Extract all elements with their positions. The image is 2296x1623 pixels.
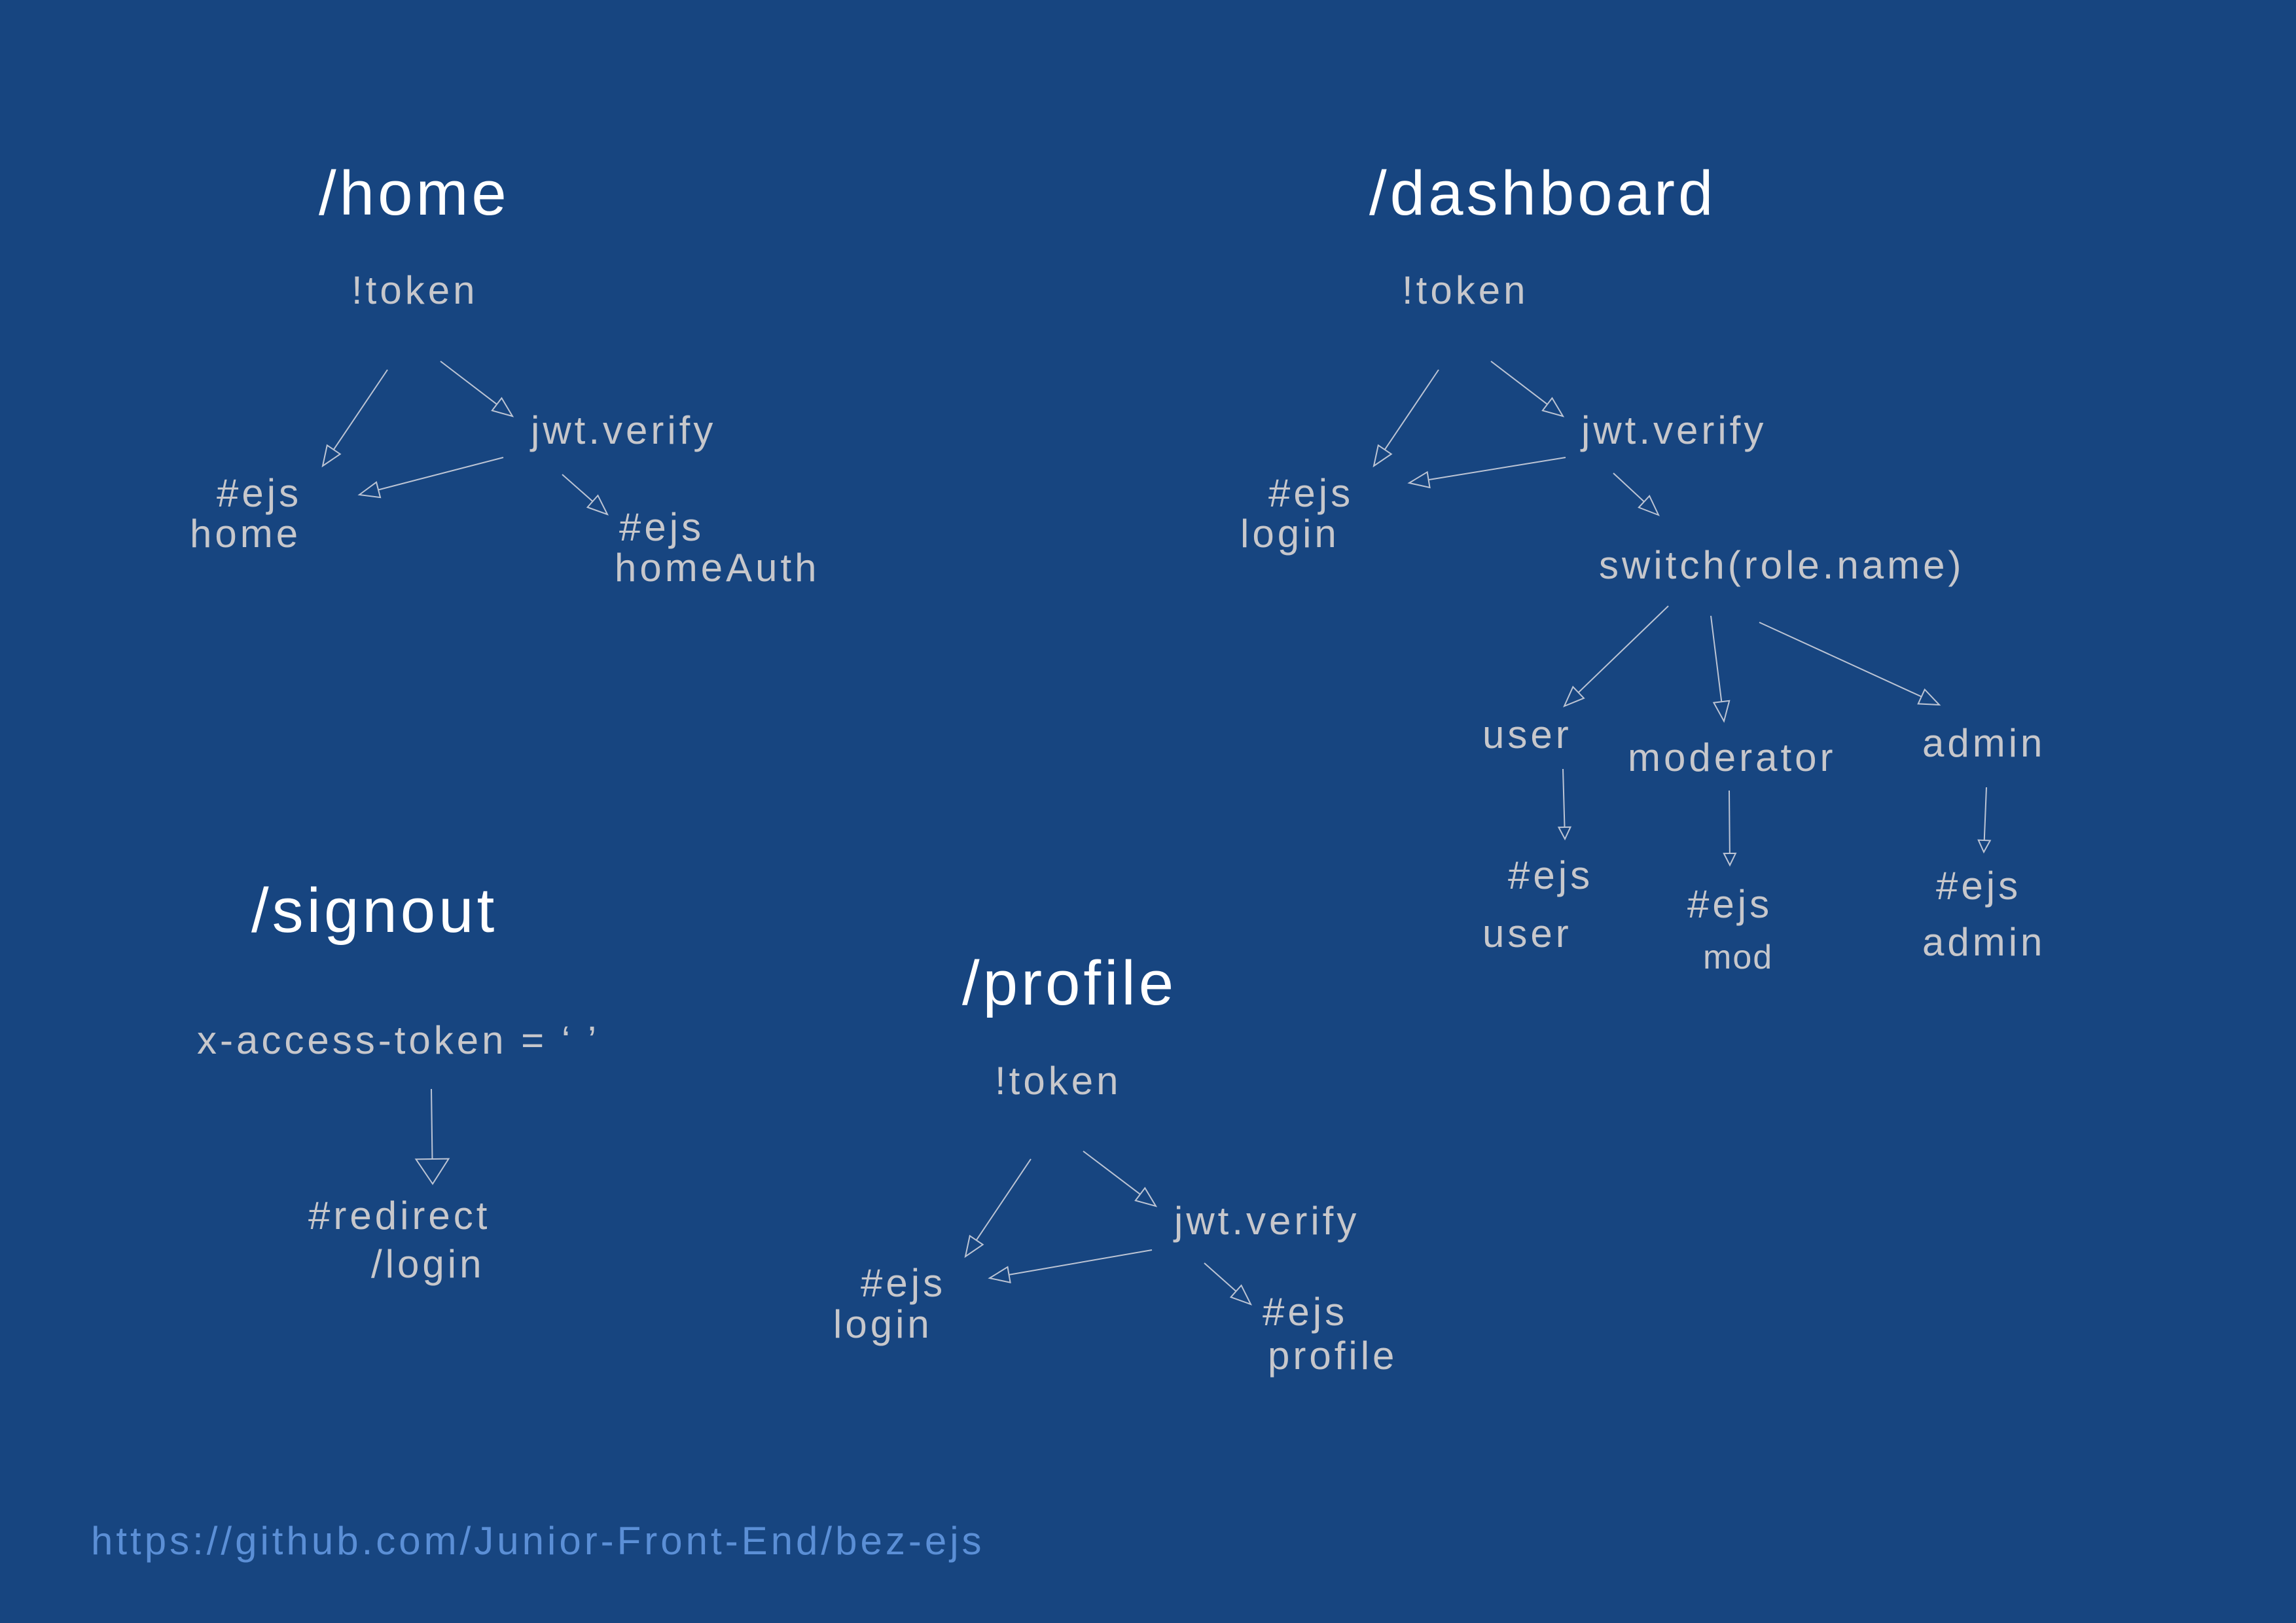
profile-verify-node: jwt.verify bbox=[1174, 1199, 1360, 1243]
profile-verify-to-profile-arrow bbox=[1204, 1262, 1253, 1306]
home-title: /home bbox=[319, 158, 510, 228]
home-verify-node: jwt.verify bbox=[531, 408, 717, 452]
dashboard-role-moderator: moderator bbox=[1628, 736, 1837, 779]
profile-token-to-ejs-arrow bbox=[964, 1158, 1031, 1258]
dashboard-switch-to-admin-arrow bbox=[1759, 622, 1941, 706]
profile-ejs-b-label: #ejs bbox=[1263, 1290, 1348, 1334]
dashboard-mod-ejs-label: #ejs bbox=[1687, 882, 1773, 926]
dashboard-role-admin: admin bbox=[1922, 721, 2046, 765]
profile-token-to-verify-arrow bbox=[1083, 1150, 1158, 1207]
dashboard-login-node: login bbox=[1240, 512, 1340, 556]
profile-ejs-label: #ejs bbox=[861, 1261, 946, 1305]
home-token-to-verify-arrow bbox=[440, 361, 514, 418]
home-auth-ejs-label: #ejs bbox=[619, 505, 705, 549]
signout-token-node: x-access-token = ‘ ’ bbox=[197, 1018, 600, 1062]
profile-view-node: profile bbox=[1268, 1334, 1398, 1378]
dashboard-token-to-ejs-arrow bbox=[1372, 369, 1439, 468]
signout-token-to-redirect-arrow bbox=[414, 1088, 450, 1185]
dashboard-token-node: !token bbox=[1402, 268, 1529, 312]
dashboard-mod-view-node: mod bbox=[1703, 938, 1774, 976]
dashboard-role-user: user bbox=[1482, 713, 1572, 757]
dashboard-verify-to-ejs-arrow bbox=[1407, 457, 1566, 489]
dashboard-ejs-label: #ejs bbox=[1268, 471, 1354, 515]
profile-token-node: !token bbox=[995, 1059, 1122, 1103]
dashboard-admin-to-ejs-arrow bbox=[1977, 787, 1992, 854]
home-token-to-ejs-arrow bbox=[321, 369, 388, 468]
home-auth-view-node: homeAuth bbox=[615, 546, 820, 590]
dashboard-user-ejs-label: #ejs bbox=[1508, 853, 1594, 897]
signout-login-node: /login bbox=[371, 1242, 485, 1286]
dashboard-title: /dashboard bbox=[1369, 158, 1717, 228]
dashboard-user-to-ejs-arrow bbox=[1557, 768, 1572, 841]
profile-verify-to-ejs-arrow bbox=[988, 1249, 1153, 1283]
dashboard-admin-ejs-label: #ejs bbox=[1936, 864, 2022, 908]
home-ejs-label: #ejs bbox=[217, 471, 302, 515]
home-verify-to-homeauth-arrow bbox=[562, 474, 609, 516]
home-view-node: home bbox=[190, 512, 302, 556]
dashboard-user-view-node: user bbox=[1482, 912, 1572, 955]
home-token-node: !token bbox=[351, 268, 478, 312]
dashboard-moderator-to-ejs-arrow bbox=[1723, 790, 1737, 867]
dashboard-admin-view-node: admin bbox=[1922, 920, 2046, 964]
dashboard-switch-to-user-arrow bbox=[1563, 605, 1669, 707]
profile-login-node: login bbox=[833, 1302, 933, 1346]
dashboard-switch-to-moderator-arrow bbox=[1710, 615, 1731, 723]
profile-title: /profile bbox=[962, 948, 1177, 1018]
dashboard-verify-node: jwt.verify bbox=[1581, 408, 1767, 452]
home-verify-to-ejs-arrow bbox=[357, 457, 504, 499]
dashboard-verify-to-switch-arrow bbox=[1613, 473, 1660, 516]
signout-redirect-label: #redirect bbox=[308, 1194, 491, 1238]
github-url: https://github.com/Junior-Front-End/bez-… bbox=[91, 1519, 985, 1563]
signout-title: /signout bbox=[251, 876, 498, 946]
dashboard-switch-node: switch(role.name) bbox=[1599, 543, 1965, 587]
dashboard-token-to-verify-arrow bbox=[1490, 361, 1565, 418]
